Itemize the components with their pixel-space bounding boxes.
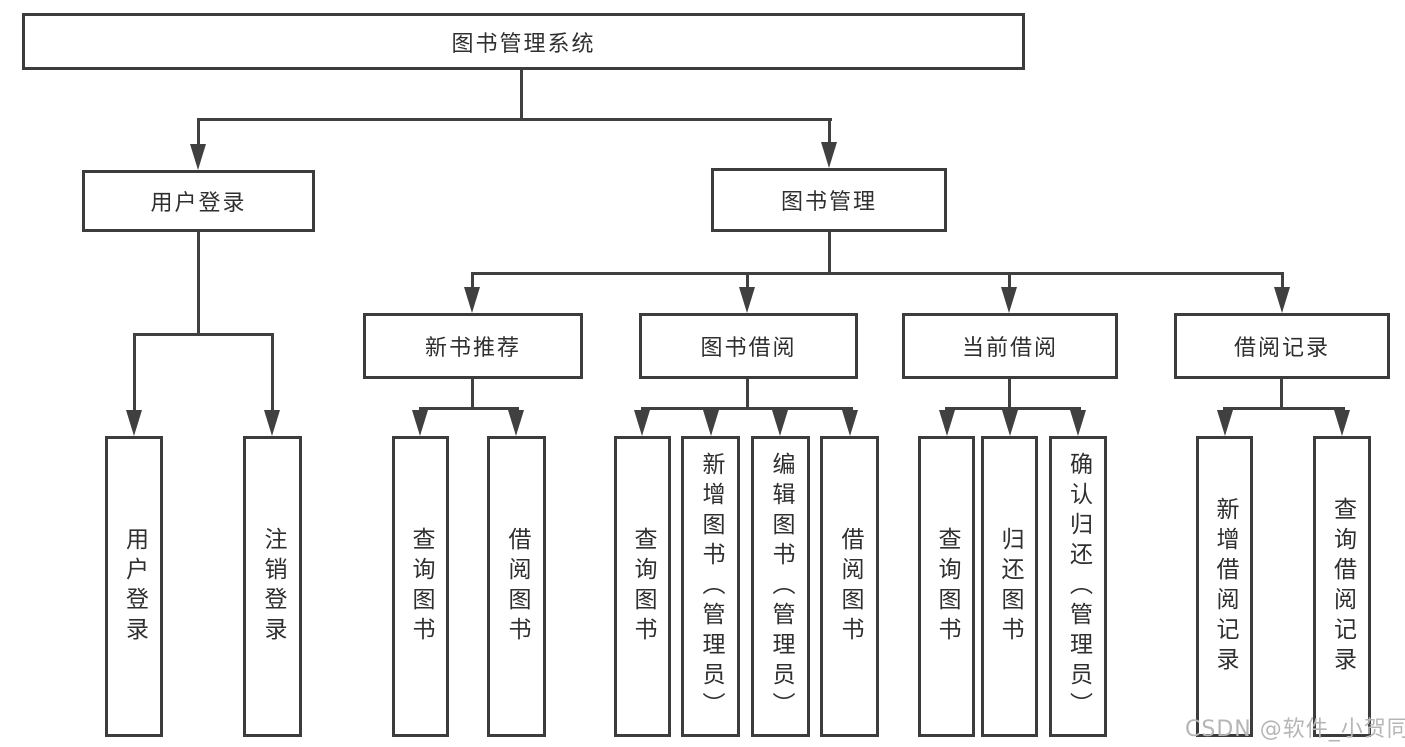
arrow-down-icon: [412, 410, 428, 436]
connector-line: [746, 272, 749, 289]
leaf-query-books-2-label: 查询图书: [630, 526, 656, 647]
connector-line: [1280, 379, 1283, 410]
leaf-add-borrow-record-label: 新增借阅记录: [1212, 496, 1238, 677]
node-new-book-recommend-label: 新书推荐: [424, 336, 521, 361]
connector-line: [1008, 379, 1011, 410]
leaf-query-books-3-label: 查询图书: [934, 526, 960, 647]
connector-line: [271, 333, 274, 413]
arrow-down-icon: [126, 410, 142, 436]
connector-line: [828, 232, 831, 275]
leaf-add-borrow-record: 新增借阅记录: [1196, 436, 1253, 737]
arrow-down-icon: [508, 410, 524, 436]
leaf-query-borrow-record: 查询借阅记录: [1313, 436, 1371, 737]
connector-line: [197, 118, 200, 148]
connector-line: [197, 232, 200, 336]
connector-line: [471, 272, 1284, 275]
leaf-confirm-return-admin-label: 确认归还（管理员）: [1065, 451, 1092, 722]
arrow-down-icon: [1001, 287, 1017, 313]
connector-line: [133, 333, 274, 336]
leaf-return-books: 归还图书: [981, 436, 1038, 737]
node-current-borrowing: 当前借阅: [902, 313, 1118, 379]
leaf-borrow-books-2: 借阅图书: [820, 436, 879, 737]
arrow-down-icon: [1070, 410, 1086, 436]
connector-line: [945, 407, 1081, 410]
node-root: 图书管理系统: [22, 13, 1025, 70]
leaf-logout-label: 注销登录: [260, 526, 286, 647]
leaf-query-books-1-label: 查询图书: [408, 526, 434, 647]
node-borrow-records-label: 借阅记录: [1233, 336, 1330, 361]
arrow-down-icon: [1274, 287, 1290, 313]
connector-line: [1281, 272, 1284, 289]
leaf-borrow-books-1: 借阅图书: [487, 436, 546, 737]
node-book-management: 图书管理: [711, 168, 947, 232]
arrow-down-icon: [842, 410, 858, 436]
connector-line: [520, 70, 523, 120]
node-new-book-recommend: 新书推荐: [363, 313, 583, 379]
connector-line: [471, 272, 474, 289]
watermark: CSDN @软件_小贺同学: [1185, 717, 1405, 742]
arrow-down-icon: [821, 142, 837, 168]
arrow-down-icon: [190, 144, 206, 170]
node-user-login-label: 用户登录: [150, 191, 247, 216]
connector-line: [828, 118, 831, 146]
arrow-down-icon: [464, 287, 480, 313]
leaf-edit-book-admin-label: 编辑图书（管理员）: [768, 451, 794, 722]
leaf-return-books-label: 归还图书: [997, 526, 1023, 647]
leaf-query-borrow-record-label: 查询借阅记录: [1329, 496, 1356, 677]
arrow-down-icon: [703, 410, 719, 436]
arrow-down-icon: [939, 410, 955, 436]
arrow-down-icon: [1002, 410, 1018, 436]
connector-line: [746, 379, 749, 410]
arrow-down-icon: [264, 410, 280, 436]
leaf-borrow-books-2-label: 借阅图书: [837, 526, 863, 647]
arrow-down-icon: [739, 287, 755, 313]
node-root-label: 图书管理系统: [451, 31, 596, 57]
leaf-query-books-1: 查询图书: [392, 436, 449, 737]
arrow-down-icon: [1217, 410, 1233, 436]
leaf-query-books-2: 查询图书: [614, 436, 671, 737]
node-borrow-records: 借阅记录: [1174, 313, 1390, 379]
connector-line: [1223, 407, 1345, 410]
node-current-borrowing-label: 当前借阅: [961, 336, 1058, 361]
node-user-login: 用户登录: [82, 170, 315, 232]
leaf-user-login: 用户登录: [105, 436, 163, 737]
leaf-edit-book-admin: 编辑图书（管理员）: [751, 436, 810, 737]
arrow-down-icon: [634, 410, 650, 436]
arrow-down-icon: [772, 410, 788, 436]
connector-line: [641, 407, 853, 410]
leaf-add-book-admin: 新增图书（管理员）: [681, 436, 740, 737]
connector-line: [419, 407, 519, 410]
arrow-down-icon: [1334, 410, 1350, 436]
node-book-borrowing: 图书借阅: [639, 313, 858, 379]
leaf-borrow-books-1-label: 借阅图书: [504, 526, 530, 647]
leaf-logout: 注销登录: [243, 436, 302, 737]
connector-line: [133, 333, 136, 413]
leaf-user-login-label: 用户登录: [121, 526, 148, 647]
leaf-confirm-return-admin: 确认归还（管理员）: [1049, 436, 1107, 737]
node-book-borrowing-label: 图书借阅: [700, 336, 797, 361]
leaf-query-books-3: 查询图书: [918, 436, 975, 737]
leaf-add-book-admin-label: 新增图书（管理员）: [698, 451, 724, 722]
node-book-management-label: 图书管理: [780, 190, 877, 215]
connector-line: [197, 118, 832, 121]
connector-line: [471, 379, 474, 410]
connector-line: [1008, 272, 1011, 289]
